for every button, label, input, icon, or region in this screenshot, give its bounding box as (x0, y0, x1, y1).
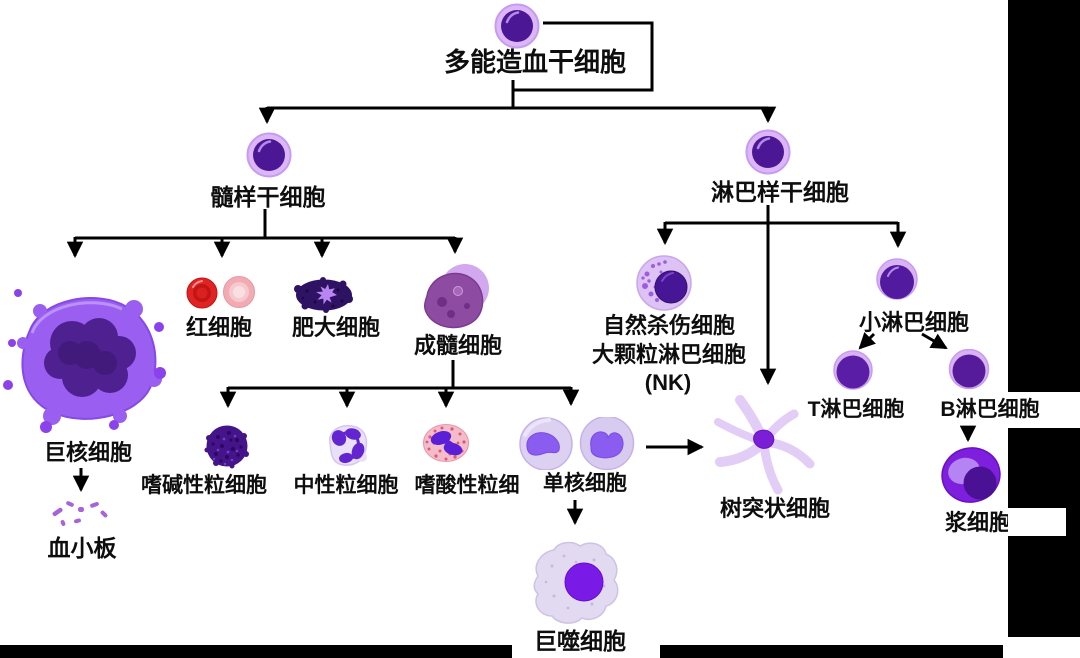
label-t-cell: T淋巴细胞 (807, 398, 905, 421)
label-megakaryocyte: 巨核细胞 (43, 440, 133, 465)
label-eosinophil: 嗜酸性粒细 (414, 474, 520, 497)
label-platelet: 血小板 (47, 535, 117, 561)
label-b-cell: B淋巴细胞 (940, 398, 1040, 421)
t-lymphocyte-illustration (833, 350, 873, 392)
label-small-lymphocyte: 小淋巴细胞 (858, 310, 970, 335)
macrophage-illustration (524, 536, 624, 630)
label-myeloblast: 成髓细胞 (413, 333, 503, 358)
myeloblast-illustration (415, 262, 489, 332)
label-nk-line2: 大颗粒淋巴细胞 (591, 342, 747, 367)
label-dendritic: 树突状细胞 (719, 496, 831, 521)
nk-cell-illustration (635, 254, 693, 312)
plasma-cell-illustration (940, 446, 1002, 505)
right-border-black-top (1008, 0, 1080, 392)
platelets-illustration (50, 498, 112, 528)
label-nk-line1: 自然杀伤细胞 (602, 313, 736, 338)
b-lymphocyte-illustration (948, 349, 990, 392)
label-stem-cell: 多能造血干细胞 (443, 47, 627, 77)
neutrophil-illustration (322, 421, 370, 469)
stem-cell-illustration (494, 3, 540, 49)
label-mast-cell: 肥大细胞 (291, 315, 381, 340)
bottom-border-black-left (0, 645, 512, 658)
label-lymphoid: 淋巴样干细胞 (711, 179, 849, 205)
bottom-border-black-right (660, 645, 1003, 658)
lymphoid-stem-cell-illustration (745, 129, 791, 175)
monocyte-illustration (517, 417, 639, 470)
red-blood-cells-illustration (186, 276, 258, 310)
megakaryocyte-illustration (2, 285, 167, 433)
myeloid-stem-cell-illustration (246, 132, 292, 178)
small-lymphocyte-illustration (876, 258, 918, 303)
label-rbc: 红细胞 (185, 315, 253, 340)
label-nk-line3: (NK) (644, 370, 692, 395)
label-macrophage: 巨噬细胞 (534, 628, 626, 654)
label-plasma-cell: 浆细胞 (944, 510, 1012, 535)
label-neutrophil: 中性粒细胞 (293, 474, 399, 497)
mast-cell-illustration (293, 277, 355, 313)
right-border-white-notch (1008, 508, 1066, 536)
dendritic-cell-illustration (706, 392, 824, 500)
label-myeloid: 髓样干细胞 (210, 184, 326, 210)
basophil-illustration (204, 424, 250, 469)
label-monocyte: 单核细胞 (543, 472, 627, 495)
eosinophil-illustration (422, 423, 470, 464)
label-basophil: 嗜碱性粒细胞 (141, 474, 267, 497)
